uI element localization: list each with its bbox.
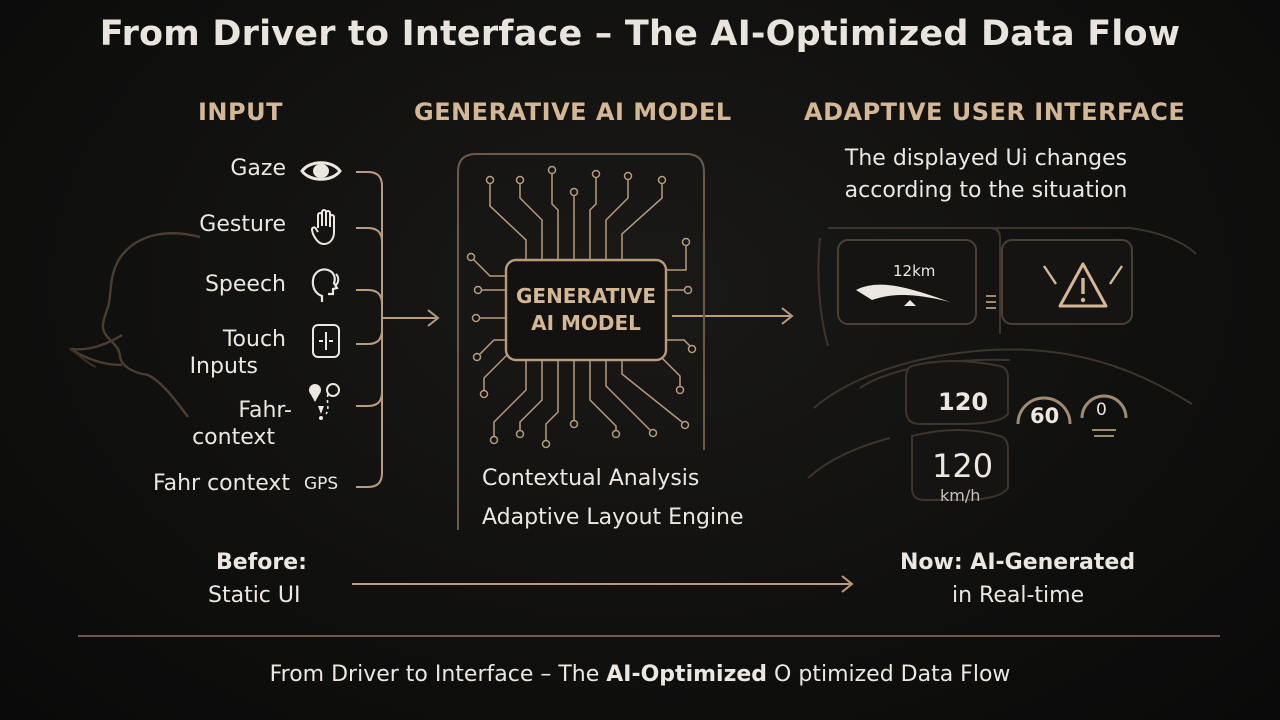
footer-caption: From Driver to Interface – The AI-Optimi… [0, 662, 1280, 687]
page-title: From Driver to Interface – The AI-Optimi… [99, 14, 1181, 54]
heading-model: GENERATIVE AI MODEL [414, 98, 732, 126]
connector-context [356, 391, 383, 407]
connector-gaze [356, 171, 383, 318]
input-speech-label: Speech [204, 272, 286, 297]
now-real-time: in Real-time [952, 583, 1085, 608]
gps-label: GPS [304, 474, 339, 494]
location-pin-icon [309, 383, 340, 420]
footer-bold: AI-Optimized [606, 662, 768, 687]
now-label: Now: AI-Generated [900, 550, 1136, 575]
contextual-analysis-label: Contextual Analysis [482, 466, 700, 491]
footer-part-1: From Driver to Interface – The [269, 662, 607, 687]
before-static-ui: Static UI [208, 583, 301, 608]
heading-adaptive-ui: ADAPTIVE USER INTERFACE [804, 98, 1186, 126]
speed-panel [905, 360, 1009, 425]
hand-icon [310, 209, 335, 245]
input-context-line-1: Fahr- [238, 398, 292, 423]
description-line-1: The displayed Ui changes [844, 146, 1128, 171]
input-fahr-context-label: Fahr context [152, 471, 290, 496]
input-gaze-label: Gaze [230, 156, 286, 181]
navigation-screen [837, 239, 977, 325]
divider-dots [986, 295, 996, 309]
driver-silhouette-icon [69, 232, 201, 418]
arrow-head-to-ui [781, 307, 794, 325]
input-context-label-2: context [160, 424, 275, 451]
input-touch-line-2: Inputs [189, 354, 258, 379]
input-gesture-label: Gesture [199, 212, 286, 237]
gauge-left-value: 60 [1030, 404, 1060, 428]
gauge-right-value: 0 [1096, 400, 1107, 420]
input-touch-label-2: Inputs [160, 353, 258, 380]
connector-gesture [356, 227, 383, 243]
speed-main: 120 [932, 447, 994, 485]
connector-touch [356, 329, 383, 345]
adaptive-layout-engine-label: Adaptive Layout Engine [482, 505, 744, 530]
chip-line-2: AI MODEL [531, 311, 641, 335]
description-line-2: according to the situation [844, 178, 1128, 203]
arrow-head-to-model [427, 309, 440, 327]
input-touch-line-1: Touch [222, 327, 286, 352]
heading-input: INPUT [198, 98, 283, 126]
gauge-right [1080, 394, 1128, 419]
adaptive-ui-description: The displayed Ui changes according to th… [800, 143, 1172, 207]
speed-unit: km/h [940, 486, 981, 505]
footer-part-2: O ptimized Data Flow [767, 662, 1011, 687]
connector-speech [356, 289, 383, 305]
touch-icon [312, 324, 340, 358]
speaking-head-icon [311, 268, 340, 302]
before-label: Before: [216, 550, 307, 575]
nav-road-icon [856, 284, 950, 302]
connector-fahr [356, 318, 383, 488]
warning-screen [1001, 239, 1133, 325]
warning-icon [1043, 262, 1123, 308]
car-dashboard-illustration [807, 227, 1197, 501]
input-context-line-2: context [192, 425, 275, 450]
arrow-head-before-now [841, 575, 854, 593]
input-touch-label: Touch [160, 326, 286, 353]
input-context-label: Fahr- [160, 397, 292, 424]
eye-icon [300, 161, 342, 181]
gauge-left [1016, 396, 1072, 425]
speed-panel-main [911, 429, 1009, 501]
nav-distance: 12km [893, 262, 936, 280]
ai-chip-label: GENERATIVE AI MODEL [506, 262, 666, 358]
ai-chip [504, 258, 668, 362]
chip-line-1: GENERATIVE [515, 284, 657, 308]
circuit-traces [466, 165, 697, 449]
speed-top: 120 [938, 388, 989, 416]
model-panel [457, 153, 705, 530]
